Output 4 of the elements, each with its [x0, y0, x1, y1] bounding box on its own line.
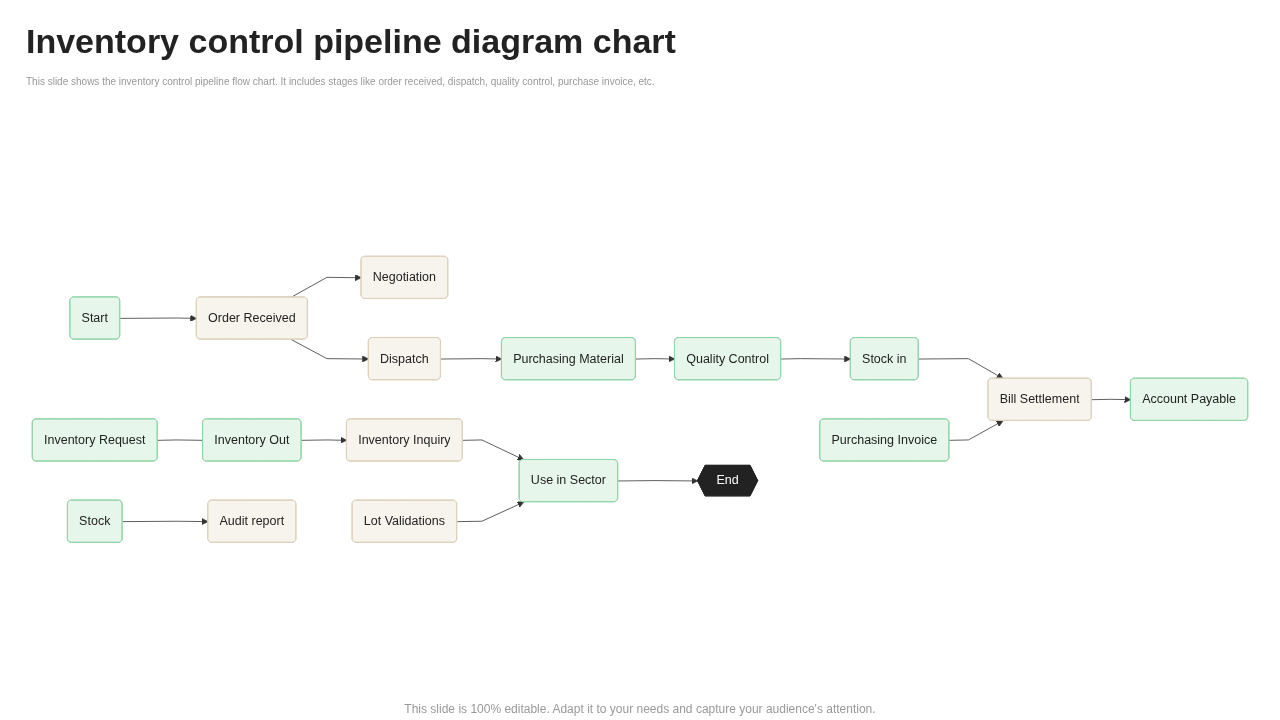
connector	[157, 439, 204, 441]
subtitle: This slide shows the inventory control pipeline flow chart. It includes stages like order received, dispatch, quality control, purchase invoice, etc.	[26, 76, 655, 87]
title: Inventory control pipeline diagram chart	[26, 22, 676, 61]
caption: This slide is 100% editable. Adapt it to your needs and capture your audience's attention.	[403, 702, 877, 716]
